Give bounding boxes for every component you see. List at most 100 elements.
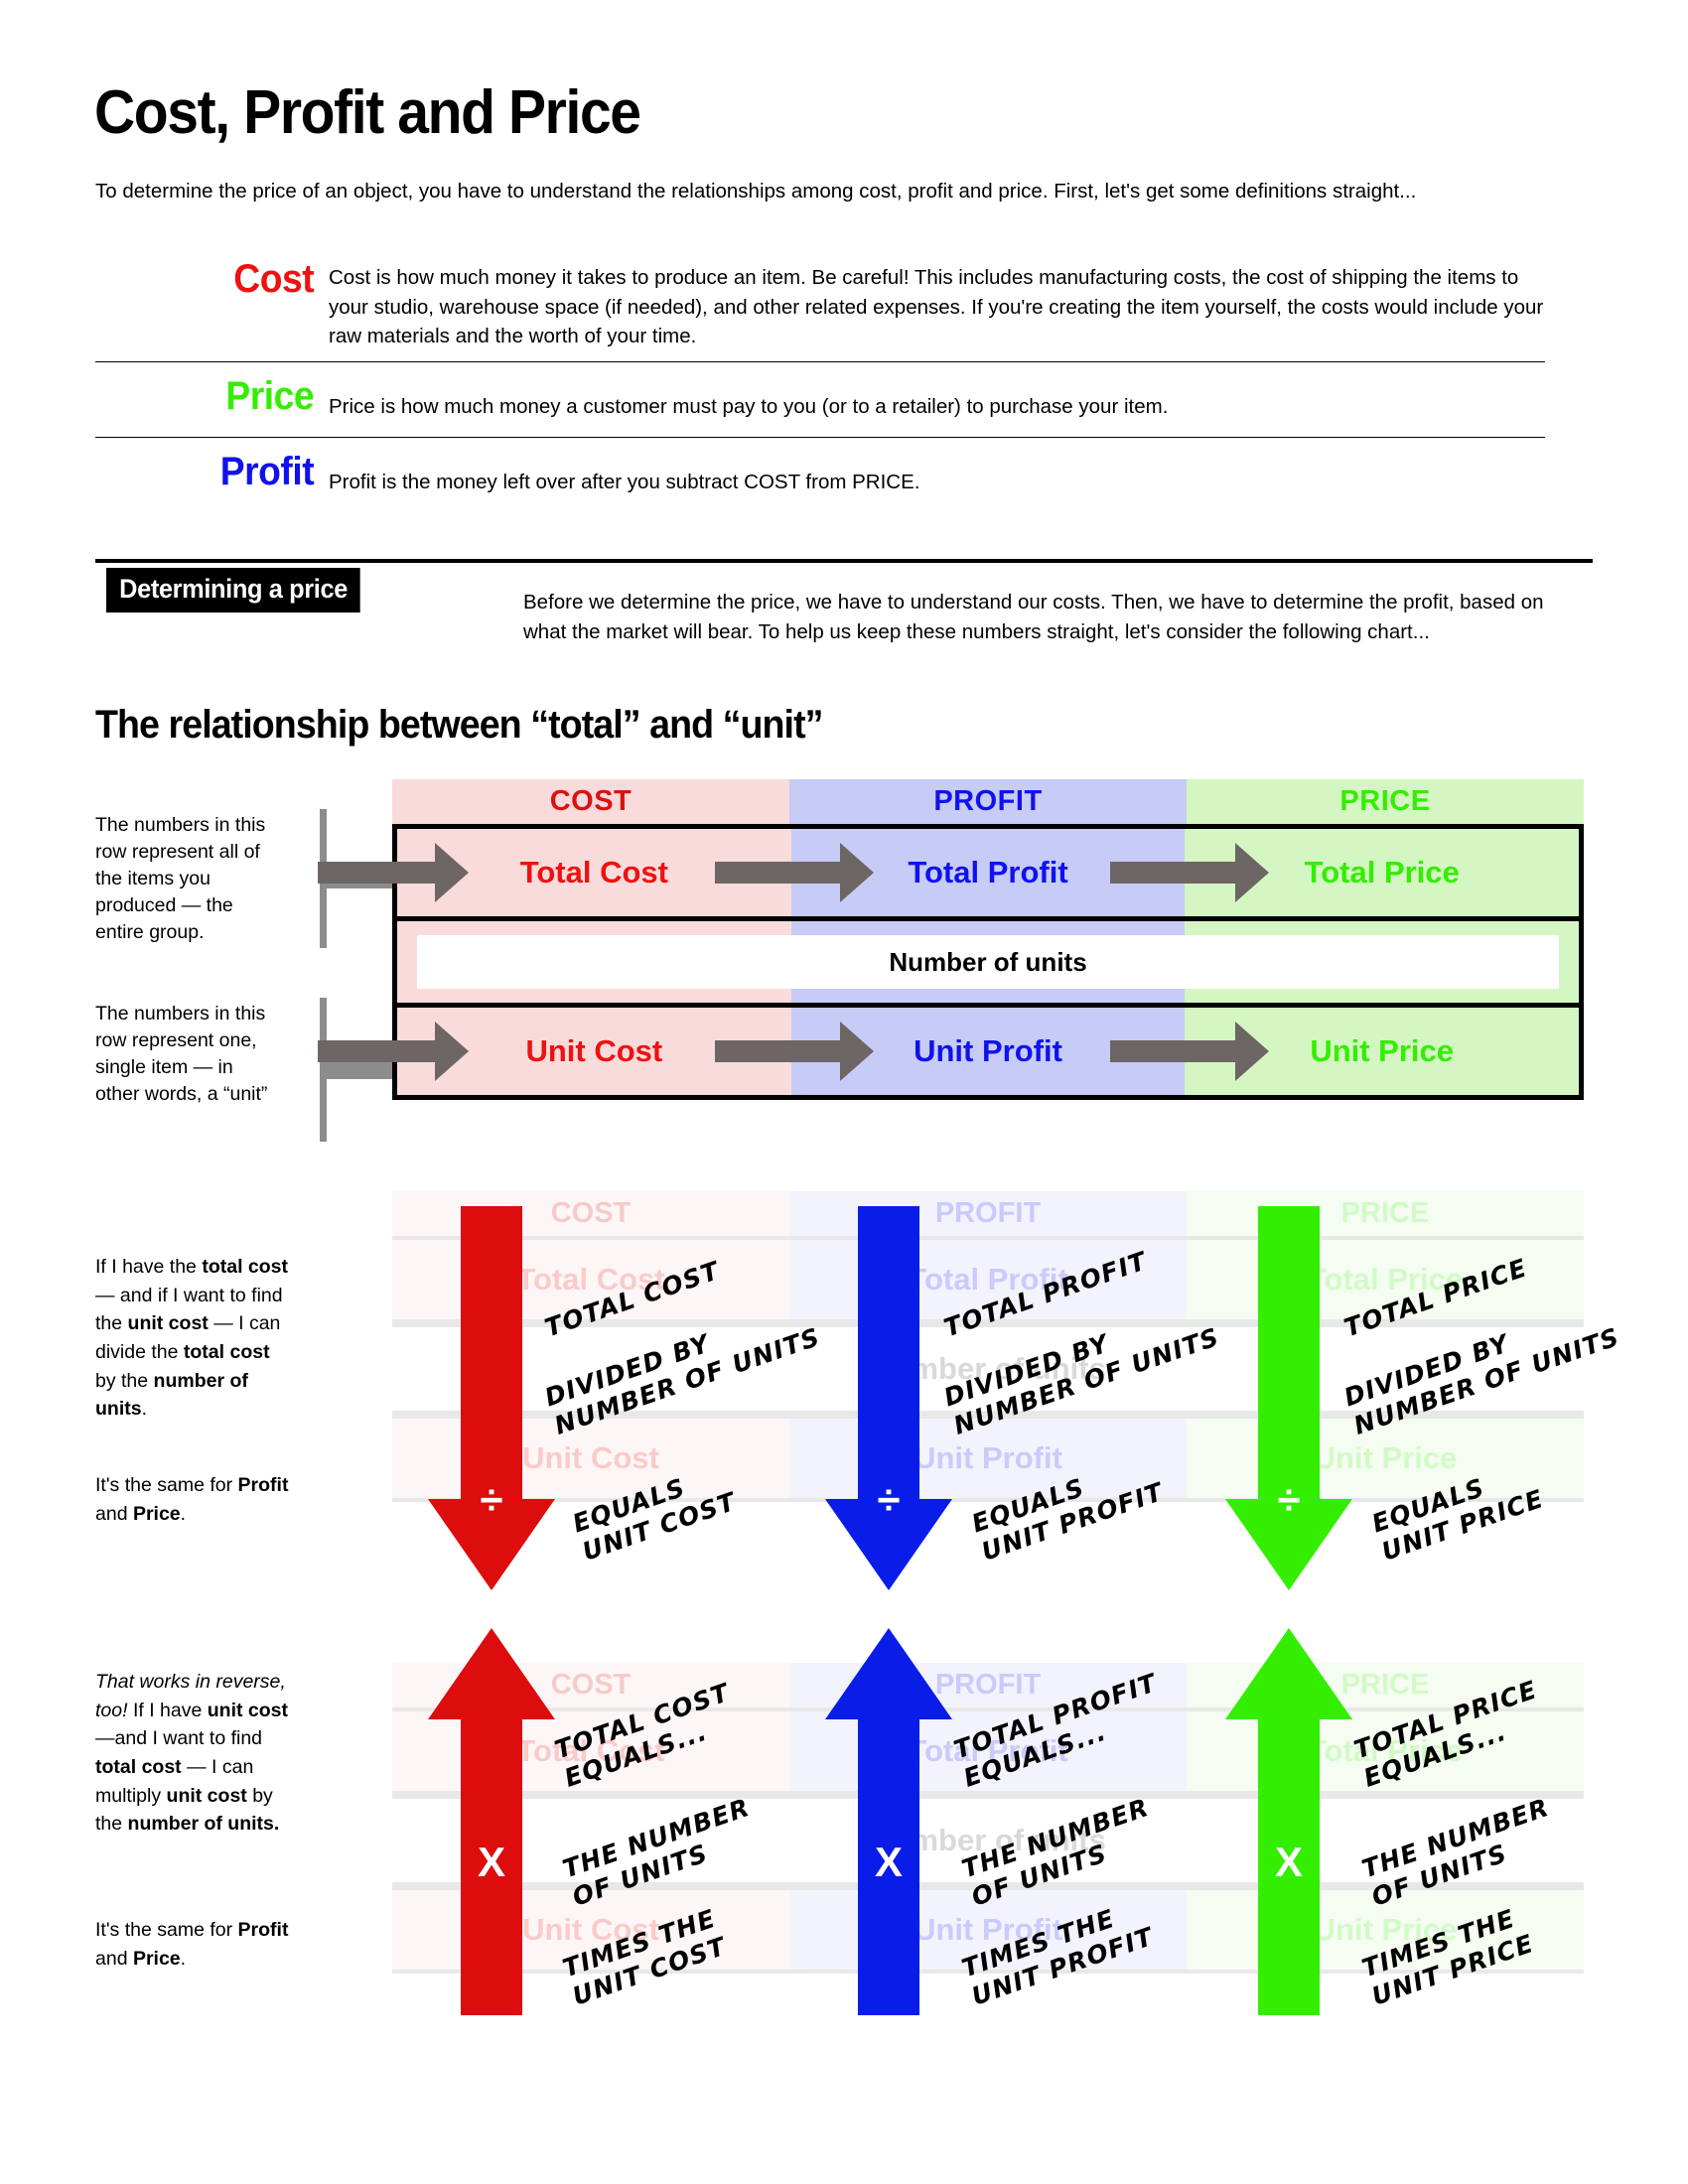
multiply-panel: COST PROFIT PRICE Total Cost Total Profi…: [392, 1628, 1584, 2045]
relationship-table: COST PROFIT PRICE Total Cost Total Profi…: [318, 779, 1584, 1100]
table-header-price: PRICE: [1187, 779, 1584, 824]
divide-same-t4: Price: [132, 1502, 181, 1525]
ghost-unit-cost-label-multiply: Unit Cost: [522, 1912, 659, 1947]
ghost-total-price-multiply: Total Price: [1187, 1711, 1584, 1791]
multiply-note-t9: number of units.: [127, 1813, 280, 1836]
unit-profit-label: Unit Profit: [914, 1033, 1062, 1068]
multiply-same-t4: Price: [132, 1947, 181, 1970]
multiply-note-t8: by the: [95, 1784, 273, 1836]
divide-note-t1: If I have the: [95, 1256, 203, 1278]
divide-same-t5: .: [180, 1502, 187, 1525]
multiply-note-t3: unit cost: [207, 1699, 288, 1721]
divide-ghost-table: COST PROFIT PRICE Total Cost Total Profi…: [392, 1191, 1584, 1502]
multiply-same-t1: It's the same for: [95, 1919, 238, 1941]
ghost-unit-profit-divide: Unit Profit: [789, 1419, 1187, 1498]
divide-note-paragraph: If I have the total cost — and if I want…: [95, 1253, 289, 1424]
table-row-number-of-units: Number of units: [397, 916, 1580, 1008]
divide-note-t6: total cost: [183, 1340, 270, 1363]
multiply-operator-price: X: [1274, 1839, 1303, 1885]
definitions-list: Cost Cost is how much money it takes to …: [95, 253, 1545, 505]
ghost-unit-price-divide: Unit Price: [1187, 1419, 1584, 1498]
ghost-header-profit-divide: PROFIT: [789, 1191, 1187, 1236]
relationship-section-title: The relationship between “total” and “un…: [95, 703, 823, 747]
definition-body-profit: Profit is the money left over after you …: [329, 471, 920, 494]
ghost-total-cost-label-divide: Total Cost: [516, 1262, 665, 1297]
ghost-total-cost-multiply: Total Cost: [392, 1711, 789, 1791]
divide-operator-profit: ÷: [877, 1476, 901, 1523]
multiply-arrow-cost-icon: [427, 1628, 556, 2025]
multiply-note-t1: That works in reverse, too!: [95, 1671, 286, 1721]
divide-note-t7: by the: [95, 1369, 154, 1392]
ghost-unit-profit-multiply: Unit Profit: [789, 1890, 1187, 1970]
ghost-total-row-divide: Total Cost Total Profit Total Price: [392, 1236, 1584, 1323]
multiply-note-same-for: It's the same for Profit and Price.: [95, 1916, 289, 1973]
multiply-arrow-profit-icon: [824, 1628, 953, 2025]
definition-term-profit: Profit: [219, 450, 315, 494]
intro-paragraph: To determine the price of an object, you…: [95, 180, 1417, 203]
multiply-note-t7: unit cost: [166, 1784, 247, 1807]
ghost-header-row-multiply: COST PROFIT PRICE: [392, 1663, 1584, 1707]
number-of-units-label: Number of units: [417, 935, 1559, 989]
multiply-ghost-table: COST PROFIT PRICE Total Cost Total Profi…: [392, 1663, 1584, 1974]
ghost-total-row-multiply: Total Cost Total Profit Total Price: [392, 1707, 1584, 1795]
multiply-same-t3: and: [95, 1947, 133, 1970]
multiply-operator-profit: X: [874, 1839, 903, 1885]
divide-arrow-price-icon: [1224, 1206, 1353, 1593]
determining-a-price-body: Before we determine the price, we have t…: [523, 591, 1544, 644]
ghost-header-price-divide: PRICE: [1187, 1191, 1584, 1236]
ghost-total-profit-label-divide: Total Profit: [908, 1262, 1068, 1297]
bracket-unit-note: The numbers in this row represent one, s…: [95, 1003, 268, 1105]
table-header-row: COST PROFIT PRICE: [392, 779, 1584, 824]
ghost-unit-row-divide: Unit Cost Unit Profit Unit Price: [392, 1415, 1584, 1502]
ghost-unit-profit-label-divide: Unit Profit: [914, 1440, 1062, 1475]
divide-note-t9: .: [141, 1398, 148, 1421]
unit-price-label: Unit Price: [1310, 1033, 1455, 1068]
ghost-header-cost-divide: COST: [392, 1191, 789, 1236]
definition-body-cost: Cost is how much money it takes to produ…: [329, 266, 1544, 348]
divide-note-t3: — and if I want to find the: [95, 1284, 283, 1335]
multiply-operator-cost: X: [477, 1839, 505, 1885]
table-row-unit: Unit Cost Unit Profit Unit Price: [318, 1008, 1580, 1095]
multiply-same-t2: Profit: [237, 1919, 289, 1941]
total-profit-label: Total Profit: [908, 855, 1068, 889]
ghost-unit-price-label-multiply: Unit Price: [1313, 1912, 1458, 1947]
ghost-unit-price-multiply: Unit Price: [1187, 1890, 1584, 1970]
divide-note-t2: total cost: [202, 1256, 289, 1278]
multiply-note-t5: total cost: [95, 1755, 182, 1778]
divide-arrow-profit-icon: [824, 1206, 953, 1593]
divide-note-same-for: It's the same for Profit and Price.: [95, 1471, 289, 1528]
ghost-total-profit-divide: Total Profit: [789, 1240, 1187, 1319]
ghost-header-row-divide: COST PROFIT PRICE: [392, 1191, 1584, 1236]
ghost-total-cost-label-multiply: Total Cost: [516, 1733, 665, 1768]
definition-term-cost: Cost: [233, 257, 315, 301]
definition-row-profit: Profit Profit is the money left over aft…: [95, 437, 1545, 505]
divide-same-t1: It's the same for: [95, 1474, 238, 1496]
divide-note-t8: number of units: [95, 1369, 248, 1421]
divide-note-t5: — I can divide the: [95, 1312, 281, 1363]
definition-row-cost: Cost Cost is how much money it takes to …: [95, 253, 1545, 361]
ghost-unit-cost-divide: Unit Cost: [392, 1419, 789, 1498]
multiply-note-paragraph: That works in reverse, too! If I have un…: [95, 1668, 289, 1839]
total-cost-label: Total Cost: [519, 855, 668, 889]
ghost-total-profit-multiply: Total Profit: [789, 1711, 1187, 1791]
ghost-unit-profit-label-multiply: Unit Profit: [914, 1912, 1062, 1947]
ghost-unit-row-multiply: Unit Cost Unit Profit Unit Price: [392, 1886, 1584, 1974]
definition-row-price: Price Price is how much money a customer…: [95, 360, 1545, 438]
divide-same-t3: and: [95, 1502, 133, 1525]
divide-operator-price: ÷: [1277, 1476, 1301, 1523]
ghost-unit-price-label-divide: Unit Price: [1313, 1440, 1458, 1475]
ghost-unit-cost-multiply: Unit Cost: [392, 1890, 789, 1970]
ghost-total-price-label-divide: Total Price: [1307, 1262, 1464, 1297]
ghost-units-row-divide: Number of units: [392, 1323, 1584, 1415]
multiply-note-t2: If I have: [127, 1699, 208, 1721]
total-price-label: Total Price: [1304, 855, 1460, 889]
section-divider: [95, 559, 1593, 563]
ghost-total-price-divide: Total Price: [1187, 1240, 1584, 1319]
unit-cost-label: Unit Cost: [525, 1033, 663, 1068]
table-body: Total Cost Total Profit Total Price: [318, 824, 1584, 1100]
table-header-cost: COST: [392, 779, 789, 824]
bracket-total-note: The numbers in this row represent all of…: [95, 814, 266, 943]
divide-arrow-cost-icon: [427, 1206, 556, 1593]
ghost-total-profit-label-multiply: Total Profit: [908, 1733, 1068, 1768]
ghost-total-cost-divide: Total Cost: [392, 1240, 789, 1319]
